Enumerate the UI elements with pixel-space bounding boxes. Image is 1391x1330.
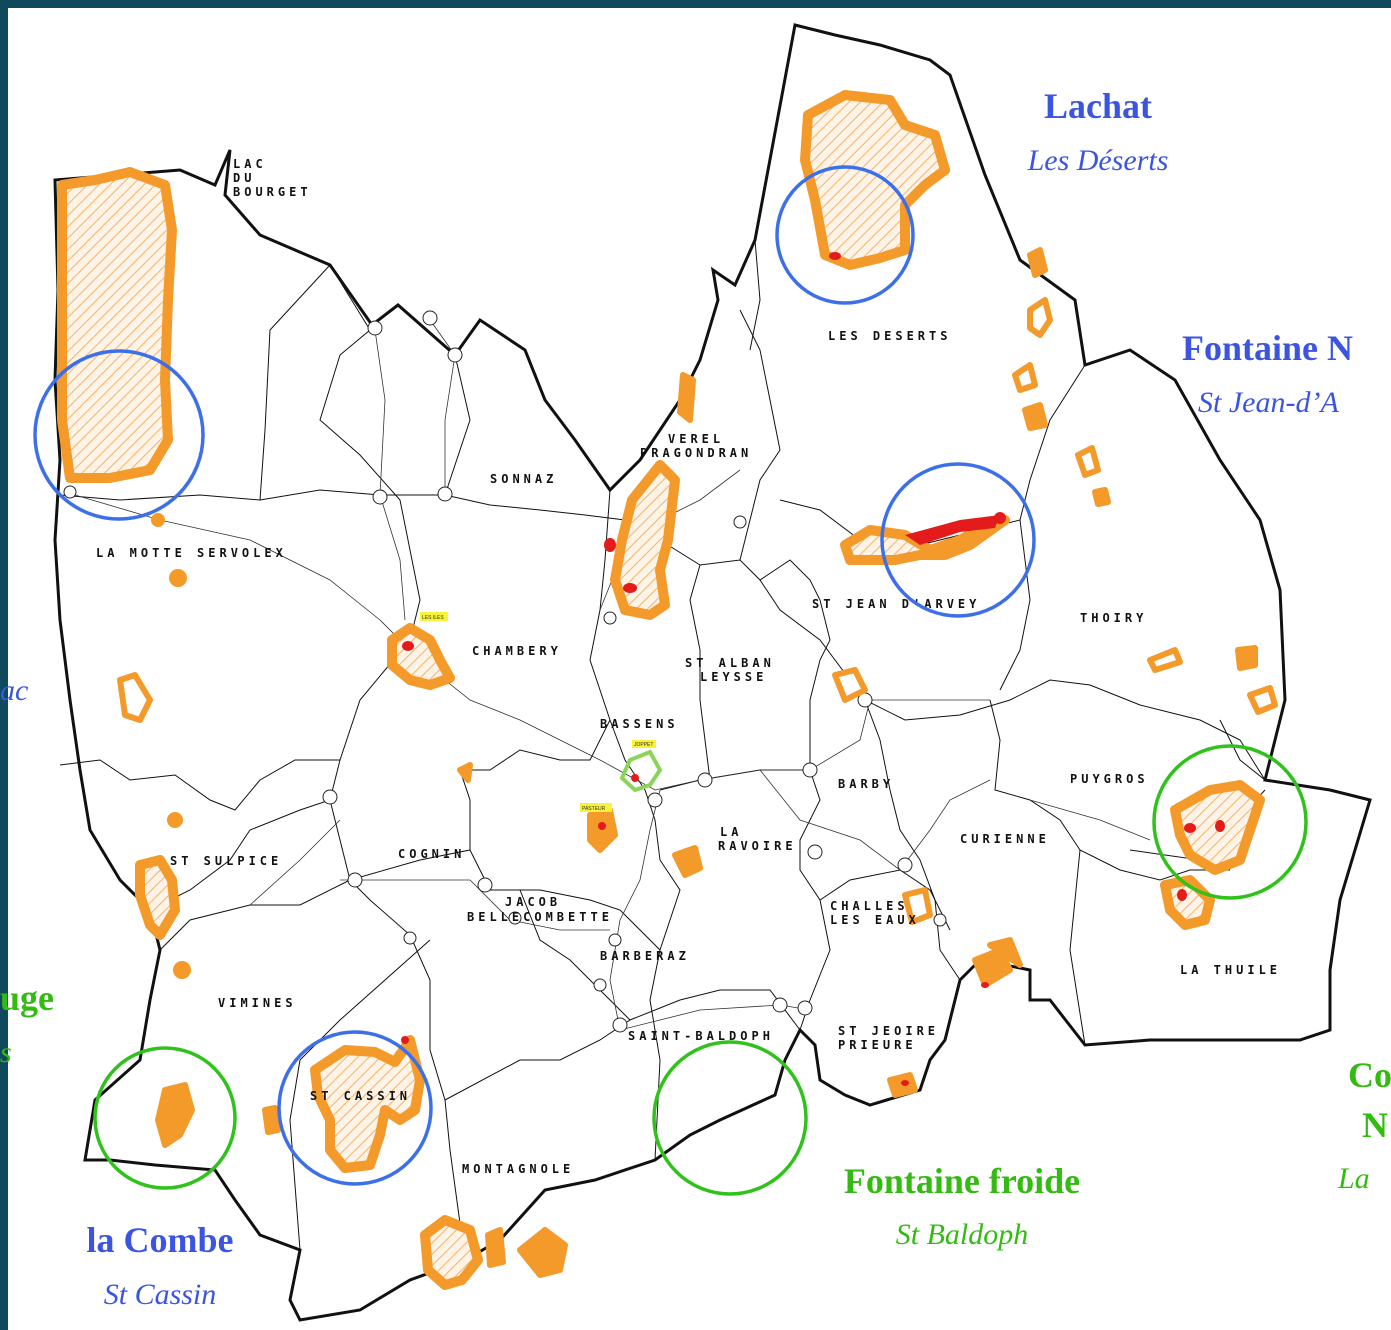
label-lac-du-bourget-3: BOURGET (233, 185, 312, 199)
small-zones (117, 247, 1278, 1278)
label-challes-1: CHALLES (830, 899, 909, 913)
commune-labels: LAC DU BOURGET LES DESERTS VEREL PRAGOND… (96, 157, 1281, 1176)
source-markers (401, 252, 1225, 1086)
circle-st-cassin (277, 1030, 433, 1186)
road-network (74, 319, 1151, 1031)
label-thoiry: THOIRY (1080, 611, 1147, 625)
left-panel-strip-2 (0, 945, 8, 1015)
site-rouge-partial-commune: s (0, 1036, 12, 1069)
label-les-deserts: LES DESERTS (828, 329, 951, 343)
label-montagnole: MONTAGNOLE (462, 1162, 574, 1176)
site-rouge-partial-name: uge (0, 978, 54, 1018)
circle-lachat (775, 165, 915, 305)
label-bassens: BASSENS (600, 717, 679, 731)
zone-verel (610, 460, 680, 620)
site-la-combe-commune: St Cassin (104, 1278, 217, 1311)
site-fontaine-froide-name: Fontaine froide (844, 1161, 1080, 1201)
label-la-ravoire-2: RAVOIRE (718, 839, 797, 853)
label-vimines: VIMINES (218, 996, 297, 1010)
label-st-cassin: ST CASSIN (310, 1089, 411, 1103)
circle-puygros (1152, 744, 1308, 900)
site-callouts: Lachat Les Déserts Fontaine N St Jean-d’… (0, 86, 1391, 1311)
label-st-sulpice: ST SULPICE (170, 854, 282, 868)
left-panel-strip-1 (0, 500, 8, 750)
zone-joppet (619, 749, 663, 793)
label-barberaz: BARBERAZ (600, 949, 690, 963)
label-curienne: CURIENNE (960, 832, 1050, 846)
label-puygros: PUYGROS (1070, 772, 1149, 786)
circle-st-baldoph (652, 1040, 808, 1196)
site-fontaine-n-commune: St Jean-d’A (1198, 386, 1339, 419)
label-sonnaz: SONNAZ (490, 472, 557, 486)
site-left-partial-commune: ac (0, 674, 28, 707)
label-st-jeoire-2: PRIEURE (838, 1038, 917, 1052)
site-co-partial-name-1: Co (1348, 1055, 1391, 1095)
label-la-motte-servolex: LA MOTTE SERVOLEX (96, 546, 287, 560)
label-chambery: CHAMBERY (472, 644, 562, 658)
label-lac-du-bourget-2: DU (233, 171, 255, 185)
site-lachat-name: Lachat (1044, 86, 1152, 126)
label-st-jean-darvey: ST JEAN D'ARVEY (812, 597, 980, 611)
site-lachat-commune: Les Déserts (1027, 144, 1169, 177)
label-barby: BARBY (838, 777, 894, 791)
label-jacob-2: BELLECOMBETTE (467, 910, 613, 924)
site-fontaine-froide-commune: St Baldoph (896, 1218, 1029, 1251)
label-lac-du-bourget-1: LAC (233, 157, 267, 171)
label-jacob-1: JACOB (505, 895, 561, 909)
roundabouts (63, 310, 947, 1033)
zone-bourget (57, 167, 177, 483)
protection-zones (57, 90, 1265, 1290)
tag-les-iles: LES ILES (422, 615, 444, 621)
label-challes-2: LES EAUX (830, 913, 920, 927)
highlight-circles (33, 165, 1308, 1196)
tag-pasteur: PASTEUR (582, 806, 606, 812)
site-co-partial-name-2: N (1362, 1105, 1388, 1145)
zone-montagnole (420, 1215, 483, 1290)
circle-bourget (33, 349, 205, 521)
street-tags: LES ILES JOPPET PASTEUR (420, 612, 656, 812)
label-st-jeoire-1: ST JEOIRE (838, 1024, 939, 1038)
label-la-thuile: LA THUILE (1180, 963, 1281, 977)
commune-boundaries (59, 239, 1266, 1261)
label-la-ravoire-1: LA (720, 825, 742, 839)
label-verel-1: VEREL (668, 432, 724, 446)
label-verel-2: PRAGONDRAN (640, 446, 752, 460)
site-co-partial-commune: La (1337, 1162, 1370, 1195)
site-la-combe-name: la Combe (87, 1220, 234, 1260)
zone-st-sulpice (135, 855, 180, 940)
label-st-alban-1: ST ALBAN (685, 656, 775, 670)
site-fontaine-n-name: Fontaine N (1182, 328, 1353, 368)
label-cognin: COGNIN (398, 847, 465, 861)
left-panel-strip-3 (0, 1225, 8, 1330)
label-st-alban-2: LEYSSE (700, 670, 767, 684)
circle-st-jean (880, 462, 1036, 618)
circle-vimines (93, 1046, 237, 1190)
agglomeration-boundary (53, 23, 1372, 1322)
label-saint-baldoph: SAINT-BALDOPH (628, 1029, 774, 1043)
zone-st-cassin (310, 1035, 425, 1173)
tag-joppet: JOPPET (634, 742, 653, 748)
